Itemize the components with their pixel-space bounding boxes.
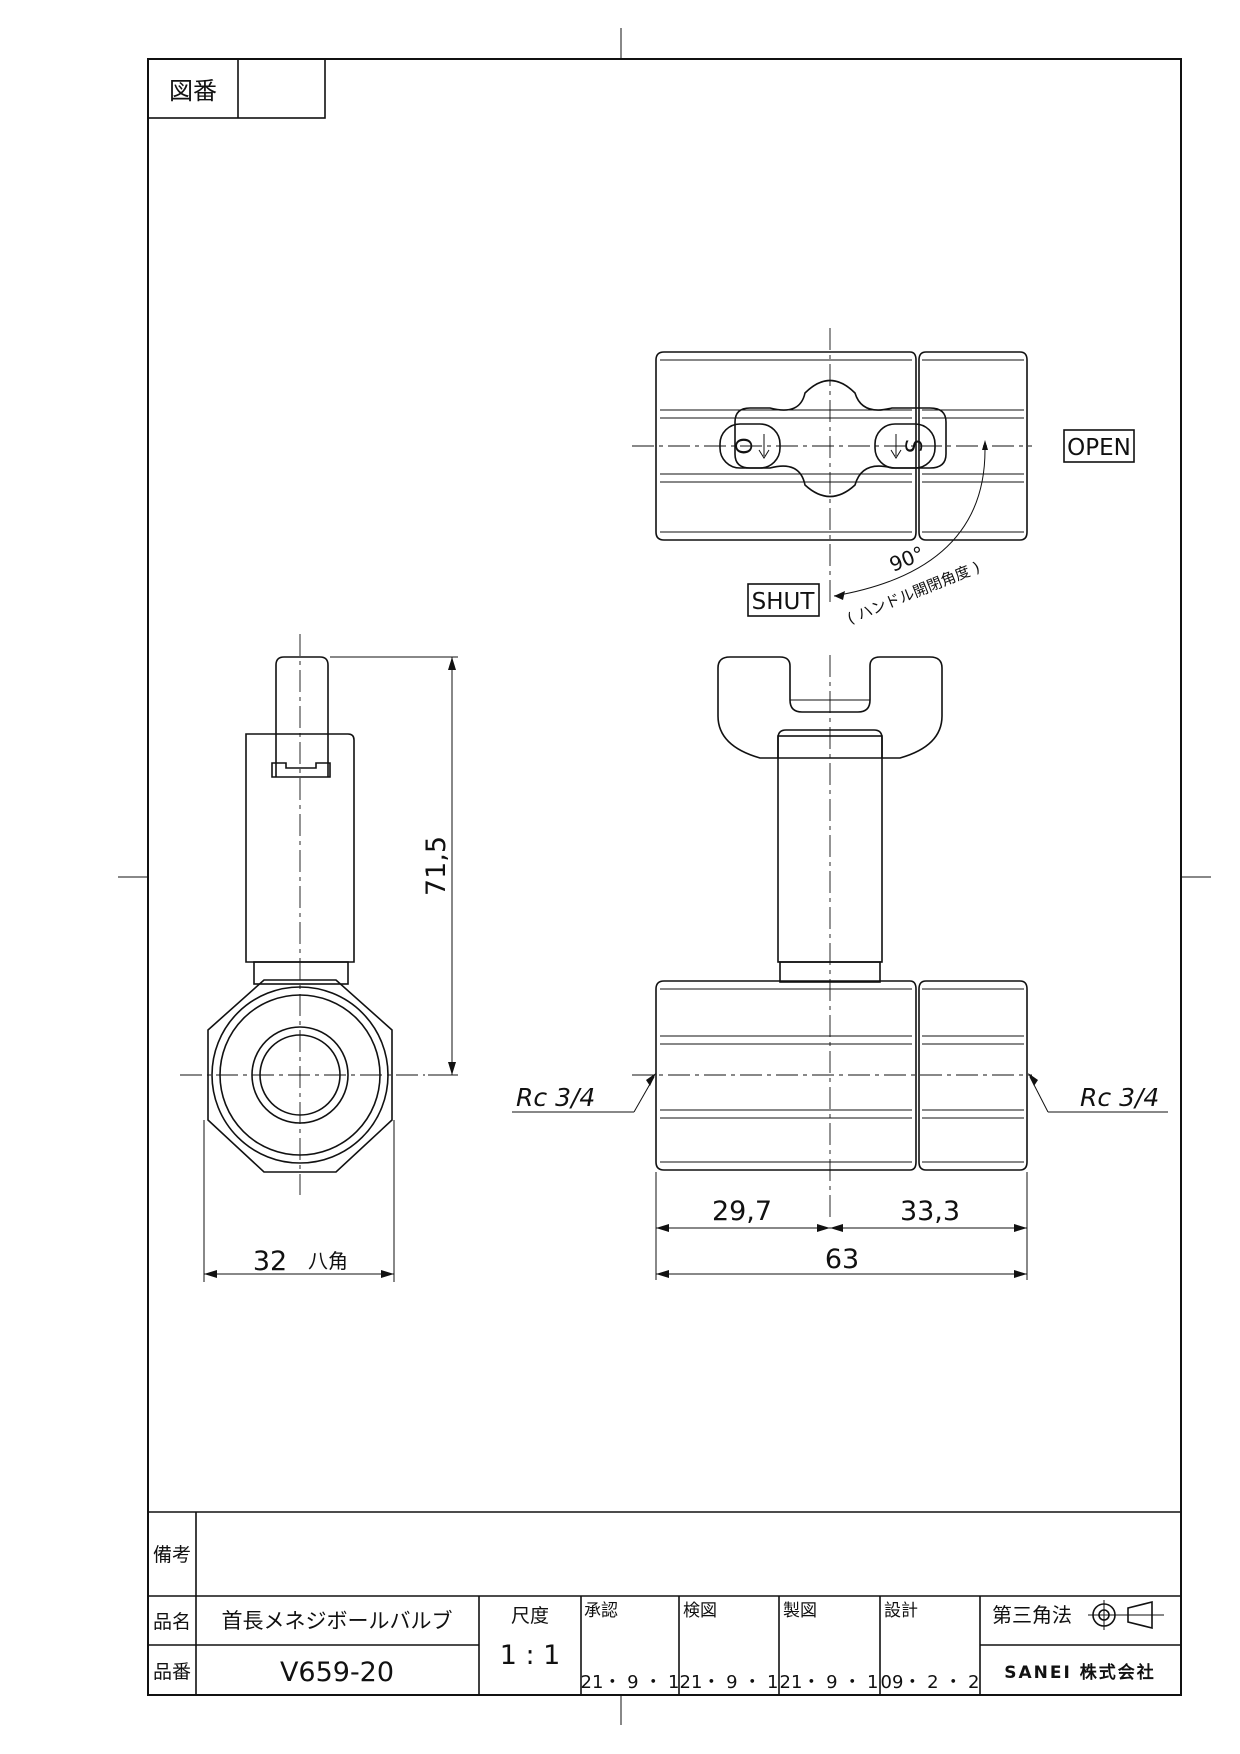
approved-date: 21・ 9 ・ 1 (581, 1672, 680, 1693)
left-length-dimension: 29,7 (712, 1196, 772, 1227)
designed-label: 設計 (884, 1601, 918, 1621)
octagon-width-dimension: 32 (253, 1246, 287, 1277)
wing-handle-top (734, 379, 947, 498)
number-label: 品番 (153, 1661, 191, 1683)
octagon-width-note: 八角 (308, 1249, 348, 1273)
scale-label: 尺度 (511, 1605, 549, 1627)
checked-label: 検図 (683, 1601, 717, 1621)
shut-label: SHUT (752, 589, 816, 615)
projection-label: 第三角法 (992, 1603, 1072, 1627)
remarks-label: 備考 (153, 1544, 191, 1566)
open-label-box (1063, 429, 1135, 463)
rotation-angle: 90° (886, 541, 928, 577)
third-angle-projection-symbol (1088, 1600, 1164, 1630)
rotation-angle-arc (833, 449, 986, 597)
octagon-body (207, 979, 393, 1173)
drawing-number-label: 図番 (169, 77, 217, 105)
title-block: 備考 品名 首長メネジボールバルブ 品番 V659-20 尺度 1 : 1 承認… (148, 1511, 1181, 1695)
approved-label: 承認 (584, 1601, 618, 1621)
wing-handle-front (717, 656, 943, 759)
drawn-date: 21・ 9 ・ 1 (780, 1672, 879, 1693)
scale-value: 1 : 1 (500, 1640, 561, 1671)
drawing-number-box: 図番 (147, 58, 326, 119)
number-value: V659-20 (280, 1657, 394, 1688)
shut-label-box (747, 583, 820, 617)
handle-open-mark: O (730, 437, 755, 454)
drawn-label: 製図 (783, 1601, 817, 1621)
company-name: SANEI 株式会社 (1004, 1662, 1155, 1683)
handle-shut-mark: S (900, 439, 925, 453)
right-length-dimension: 33,3 (900, 1196, 960, 1227)
checked-date: 21・ 9 ・ 1 (680, 1672, 779, 1693)
side-view: 71,5 32 八角 (180, 634, 458, 1282)
height-dimension: 71,5 (421, 836, 452, 896)
name-label: 品名 (153, 1611, 191, 1633)
drawing-frame (147, 58, 1182, 1696)
thread-right-label: Rc 3/4 (1080, 1083, 1159, 1112)
top-view: O S OPEN SHUT 90° ( ハンドル開閉角度 ) (632, 328, 1135, 628)
name-value: 首長メネジボールバルブ (222, 1609, 453, 1633)
thread-left-label: Rc 3/4 (516, 1083, 595, 1112)
total-length-dimension: 63 (825, 1244, 859, 1275)
designed-date: 09・ 2 ・ 2 (881, 1672, 980, 1693)
open-label: OPEN (1067, 435, 1131, 461)
front-view: Rc 3/4 Rc 3/4 29,7 33,3 63 (512, 655, 1168, 1280)
